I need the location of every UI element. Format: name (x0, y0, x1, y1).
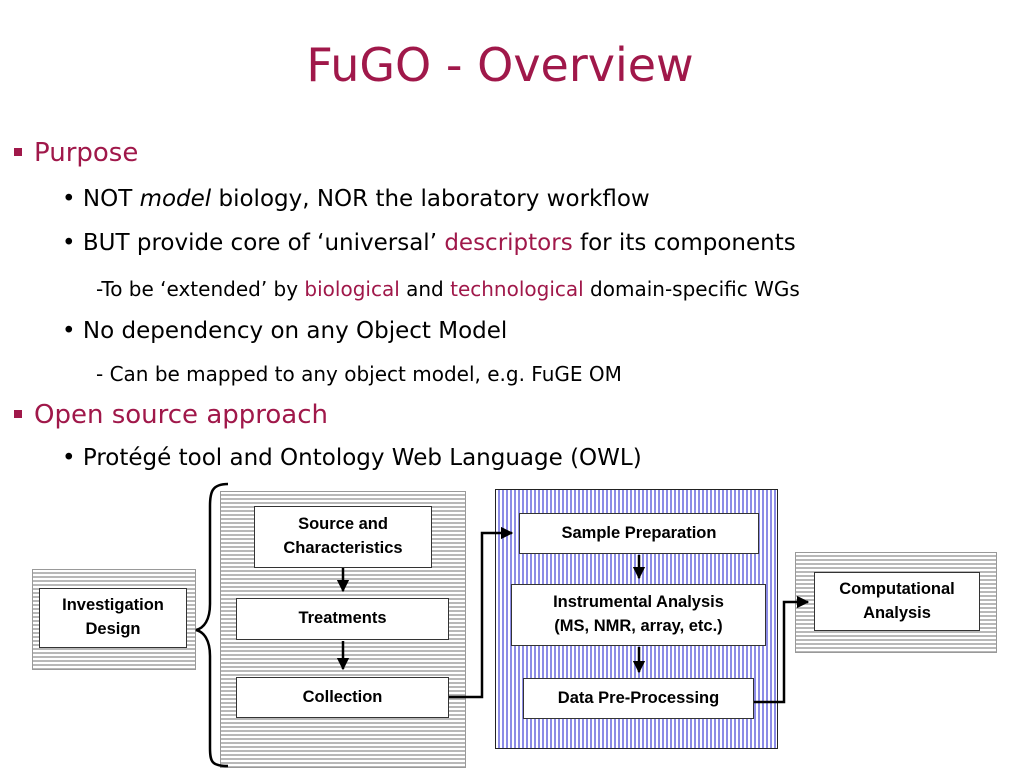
round-bullet-icon: • (62, 445, 76, 471)
bullet-purpose-label: Purpose (34, 138, 139, 168)
curly-brace (195, 482, 229, 768)
bullet-not-model: • NOT model biology, NOR the laboratory … (62, 186, 650, 212)
sample-preparation-box: Sample Preparation (519, 513, 759, 554)
bullet-open-source: Open source approach (14, 400, 328, 430)
square-bullet-icon (14, 410, 22, 418)
bullet-extended: -To be ‘extended’ by biological and tech… (96, 277, 800, 301)
treatments-box: Treatments (236, 598, 449, 640)
data-preprocessing-box: Data Pre-Processing (523, 678, 754, 719)
investigation-design-line2: Design (85, 620, 141, 638)
extended-mid: and (399, 277, 451, 301)
biological-highlight: biological (304, 277, 400, 301)
sample-preparation-label: Sample Preparation (561, 523, 717, 542)
round-bullet-icon: • (62, 318, 76, 344)
descriptors-highlight: descriptors (444, 230, 573, 256)
bullet-but-provide: • BUT provide core of ‘universal’ descri… (62, 230, 796, 256)
data-preprocessing-label: Data Pre-Processing (557, 688, 720, 707)
computational-analysis-line2: Analysis (863, 603, 931, 622)
investigation-design-line1: Investigation (62, 596, 164, 615)
instrumental-analysis-line1: Instrumental Analysis (553, 593, 724, 612)
collection-label: Collection (302, 687, 383, 706)
square-bullet-icon (14, 148, 22, 156)
bullet-purpose: Purpose (14, 138, 138, 168)
technological-highlight: technological (450, 277, 584, 301)
bullet-protege: • Protégé tool and Ontology Web Language… (62, 445, 642, 471)
round-bullet-icon: • (62, 230, 76, 256)
connector-preprocessing-to-computational (754, 595, 810, 704)
computational-analysis-line1: Computational (839, 579, 955, 598)
not-model-emphasis: model (139, 186, 212, 212)
connector-collection-to-sample (449, 526, 514, 699)
no-dependency-label: No dependency on any Object Model (82, 318, 508, 344)
protege-label: Protégé tool and Ontology Web Language (… (82, 445, 642, 471)
extended-prefix: -To be ‘extended’ by (96, 277, 305, 301)
bullet-no-dependency: • No dependency on any Object Model (62, 318, 507, 344)
bullet-open-source-label: Open source approach (34, 400, 328, 430)
extended-suffix: domain-specific WGs (583, 277, 800, 301)
mapped-label: - Can be mapped to any object model, e.g… (96, 362, 622, 386)
treatments-label: Treatments (298, 609, 387, 628)
collection-box: Collection (236, 677, 449, 718)
but-provide-prefix: BUT provide core of ‘universal’ (82, 230, 445, 256)
source-characteristics-line2: Characteristics (283, 539, 403, 557)
source-characteristics-line1: Source and (298, 515, 388, 534)
bullet-mapped: - Can be mapped to any object model, e.g… (96, 362, 622, 386)
not-model-suffix: biology, NOR the laboratory workflow (211, 186, 650, 212)
round-bullet-icon: • (62, 186, 76, 212)
not-model-prefix: NOT (82, 186, 140, 212)
instrumental-analysis-line2: (MS, NMR, array, etc.) (554, 617, 723, 635)
slide-title: FuGO - Overview (306, 38, 694, 92)
instrumental-analysis-box: Instrumental Analysis (MS, NMR, array, et… (511, 584, 766, 646)
but-provide-suffix: for its components (572, 230, 796, 256)
